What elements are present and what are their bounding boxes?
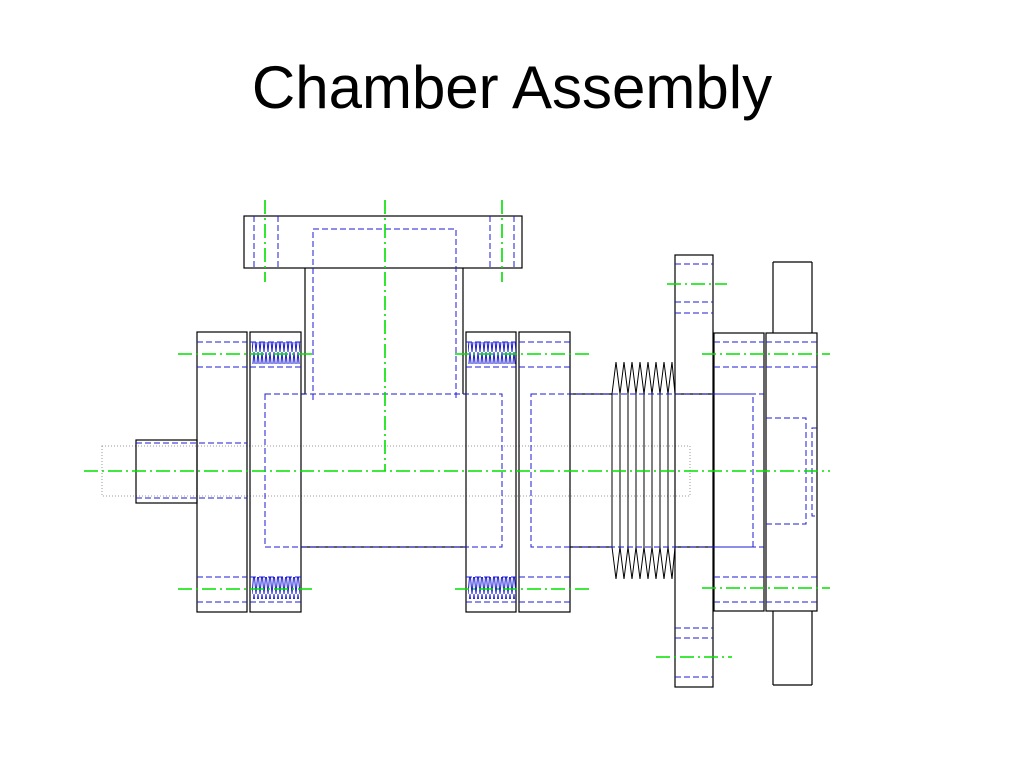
end-flange-left xyxy=(713,332,765,612)
slide-title: Chamber Assembly xyxy=(251,54,773,121)
hidden-lines xyxy=(136,216,817,678)
mid-flange-left xyxy=(465,331,517,613)
solid-outlines xyxy=(135,215,818,688)
left-flange-inner xyxy=(249,331,302,613)
mid-flange-right xyxy=(518,331,571,613)
left-flange-outer xyxy=(196,331,248,613)
thread-hatches xyxy=(252,342,516,599)
end-flange-right xyxy=(765,332,818,612)
top-flange xyxy=(243,215,523,269)
center-lines xyxy=(84,200,830,658)
